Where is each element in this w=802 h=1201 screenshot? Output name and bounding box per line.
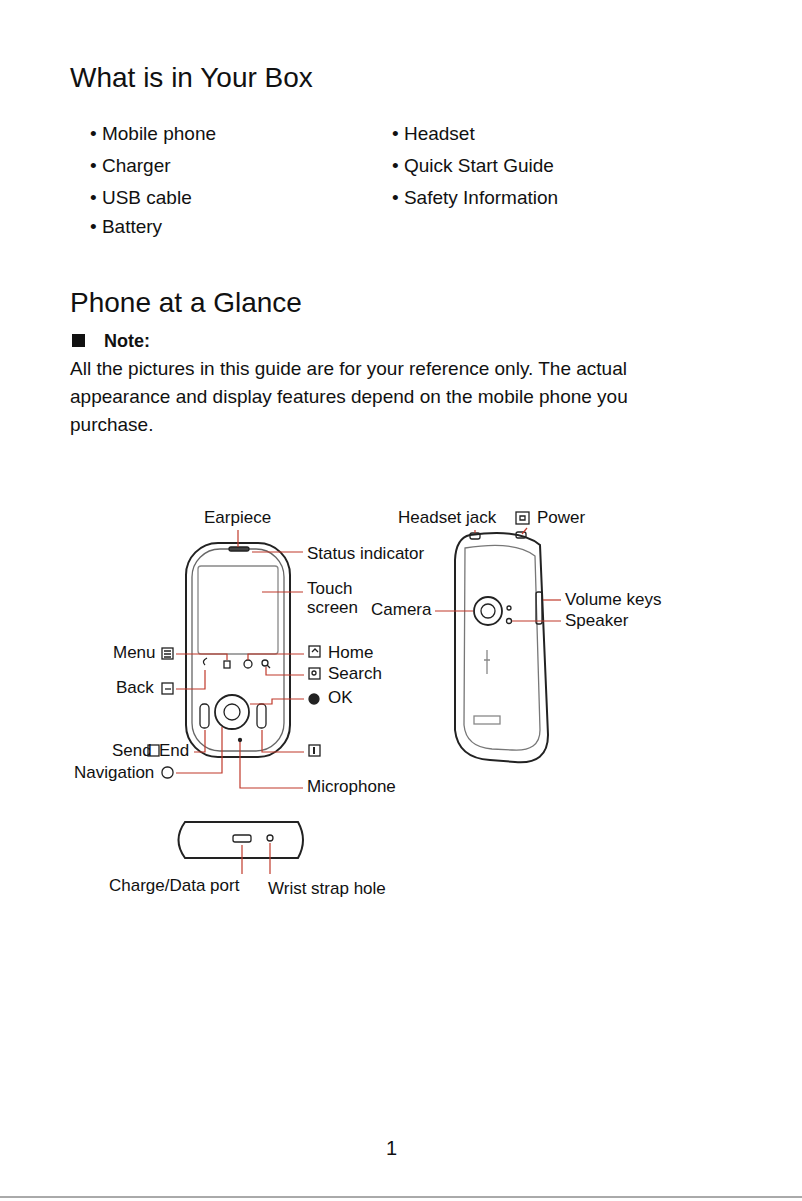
key-label: Home [328, 643, 373, 663]
key-label: Navigation [74, 763, 154, 783]
key-label: Search [328, 664, 382, 684]
part-label: Wrist strap hole [268, 879, 386, 899]
list-item: • Headset [392, 123, 475, 145]
page-heading: What is in Your Box [70, 62, 313, 94]
key-label: Menu [113, 643, 156, 663]
list-item: • Quick Start Guide [392, 155, 554, 177]
key-label: Send [112, 741, 152, 761]
part-label: Status indicator [307, 544, 424, 564]
part-label: Microphone [307, 777, 396, 797]
part-label: Charge/Data port [109, 876, 239, 896]
list-item: • Mobile phone [90, 123, 216, 145]
list-item: • Charger [90, 155, 171, 177]
section-heading: Phone at a Glance [70, 287, 302, 319]
part-label: Speaker [565, 611, 628, 631]
key-label: OK [328, 688, 353, 708]
list-item: • USB cable [90, 187, 192, 209]
part-label: Camera [371, 600, 431, 620]
list-item: • Safety Information [392, 187, 558, 209]
part-label: Volume keys [565, 590, 661, 610]
page-number: 1 [386, 1137, 397, 1160]
note-text: All the pictures in this guide are for y… [70, 355, 710, 439]
note-label: Note: [104, 331, 150, 352]
part-label: Power [537, 508, 585, 528]
part-label: Touch screen [307, 579, 369, 617]
part-label: Earpiece [204, 508, 271, 528]
part-label: Headset jack [398, 508, 496, 528]
list-item: • Battery [90, 216, 162, 238]
key-label: End [159, 741, 189, 761]
key-label: Back [116, 678, 154, 698]
